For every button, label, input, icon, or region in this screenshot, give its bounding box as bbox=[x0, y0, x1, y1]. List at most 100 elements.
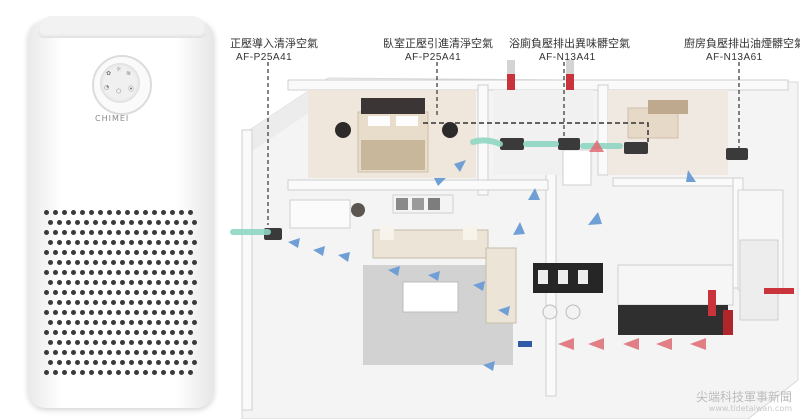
grille-hole bbox=[57, 360, 62, 365]
grille-hole bbox=[143, 330, 148, 335]
grille-hole bbox=[93, 220, 98, 225]
grille-hole bbox=[183, 240, 188, 245]
grille-hole bbox=[75, 360, 80, 365]
grille-hole bbox=[165, 220, 170, 225]
callout-2-title: 臥室正壓引進清淨空氣 bbox=[383, 37, 493, 50]
grille-hole bbox=[120, 240, 125, 245]
grille-hole bbox=[125, 350, 130, 355]
grille-hole bbox=[170, 290, 175, 295]
grille-hole bbox=[57, 280, 62, 285]
grille-hole bbox=[93, 300, 98, 305]
grille-hole bbox=[161, 210, 166, 215]
callout-1-title: 正壓導入清淨空氣 bbox=[230, 37, 318, 50]
grille-hole bbox=[192, 280, 197, 285]
grille-hole bbox=[156, 320, 161, 325]
grille-hole bbox=[188, 370, 193, 375]
grille-hole bbox=[48, 260, 53, 265]
grille-hole bbox=[57, 260, 62, 265]
grille-hole bbox=[116, 250, 121, 255]
grille-hole bbox=[129, 220, 134, 225]
grille-hole bbox=[66, 260, 71, 265]
grille-hole bbox=[152, 350, 157, 355]
callout-1: 正壓導入清淨空氣 AF-P25A41 bbox=[230, 37, 318, 65]
grille-hole bbox=[120, 220, 125, 225]
grille-hole bbox=[93, 360, 98, 365]
grille-hole bbox=[44, 210, 49, 215]
callout-3-title: 浴廁負壓排出異味髒空氣 bbox=[509, 37, 630, 50]
grille-hole bbox=[102, 300, 107, 305]
grille-hole bbox=[75, 260, 80, 265]
grille-hole bbox=[62, 350, 67, 355]
grille-hole bbox=[156, 220, 161, 225]
grille-hole bbox=[48, 220, 53, 225]
grille-hole bbox=[147, 300, 152, 305]
grille-hole bbox=[143, 210, 148, 215]
grille-hole bbox=[71, 310, 76, 315]
grille-hole bbox=[75, 300, 80, 305]
grille-hole bbox=[71, 370, 76, 375]
grille-hole bbox=[89, 350, 94, 355]
grille-hole bbox=[147, 280, 152, 285]
grille-hole bbox=[134, 290, 139, 295]
grille-hole bbox=[116, 330, 121, 335]
grille-hole bbox=[75, 340, 80, 345]
grille-hole bbox=[134, 330, 139, 335]
grille-hole bbox=[179, 210, 184, 215]
purifier-control-dial bbox=[100, 63, 140, 103]
grille-hole bbox=[98, 370, 103, 375]
grille-hole bbox=[84, 260, 89, 265]
grille-hole bbox=[161, 270, 166, 275]
grille-hole bbox=[107, 230, 112, 235]
grille-hole bbox=[179, 230, 184, 235]
grille-hole bbox=[44, 310, 49, 315]
grille-hole bbox=[179, 270, 184, 275]
grille-hole bbox=[165, 360, 170, 365]
grille-hole bbox=[80, 230, 85, 235]
grille-hole bbox=[107, 310, 112, 315]
grille-hole bbox=[134, 310, 139, 315]
grille-hole bbox=[89, 290, 94, 295]
grille-hole bbox=[129, 280, 134, 285]
grille-hole bbox=[116, 210, 121, 215]
grille-hole bbox=[102, 320, 107, 325]
grille-hole bbox=[48, 300, 53, 305]
grille-hole bbox=[125, 270, 130, 275]
grille-hole bbox=[170, 330, 175, 335]
grille-hole bbox=[174, 320, 179, 325]
grille-hole bbox=[53, 330, 58, 335]
grille-hole bbox=[183, 340, 188, 345]
grille-hole bbox=[71, 290, 76, 295]
callout-2: 臥室正壓引進清淨空氣 AF-P25A41 bbox=[383, 37, 493, 65]
grille-hole bbox=[107, 290, 112, 295]
grille-hole bbox=[102, 340, 107, 345]
grille-hole bbox=[147, 340, 152, 345]
grille-hole bbox=[107, 250, 112, 255]
grille-hole bbox=[89, 330, 94, 335]
grille-hole bbox=[53, 370, 58, 375]
grille-hole bbox=[143, 270, 148, 275]
grille-hole bbox=[98, 210, 103, 215]
grille-hole bbox=[48, 340, 53, 345]
grille-hole bbox=[125, 290, 130, 295]
grille-hole bbox=[170, 250, 175, 255]
grille-hole bbox=[44, 350, 49, 355]
grille-hole bbox=[98, 270, 103, 275]
grille-hole bbox=[125, 330, 130, 335]
grille-hole bbox=[120, 320, 125, 325]
grille-hole bbox=[111, 220, 116, 225]
watermark: 尖端科技軍事新聞 www.tidetaiwan.com bbox=[696, 391, 792, 415]
callout-2-model: AF-P25A41 bbox=[405, 52, 462, 63]
grille-hole bbox=[192, 300, 197, 305]
grille-hole bbox=[161, 370, 166, 375]
grille-hole bbox=[44, 270, 49, 275]
grille-hole bbox=[48, 360, 53, 365]
grille-hole bbox=[57, 220, 62, 225]
grille-hole bbox=[188, 270, 193, 275]
grille-hole bbox=[71, 330, 76, 335]
grille-hole bbox=[152, 370, 157, 375]
grille-hole bbox=[84, 320, 89, 325]
grille-hole bbox=[147, 260, 152, 265]
grille-hole bbox=[80, 310, 85, 315]
grille-hole bbox=[120, 340, 125, 345]
grille-hole bbox=[116, 290, 121, 295]
